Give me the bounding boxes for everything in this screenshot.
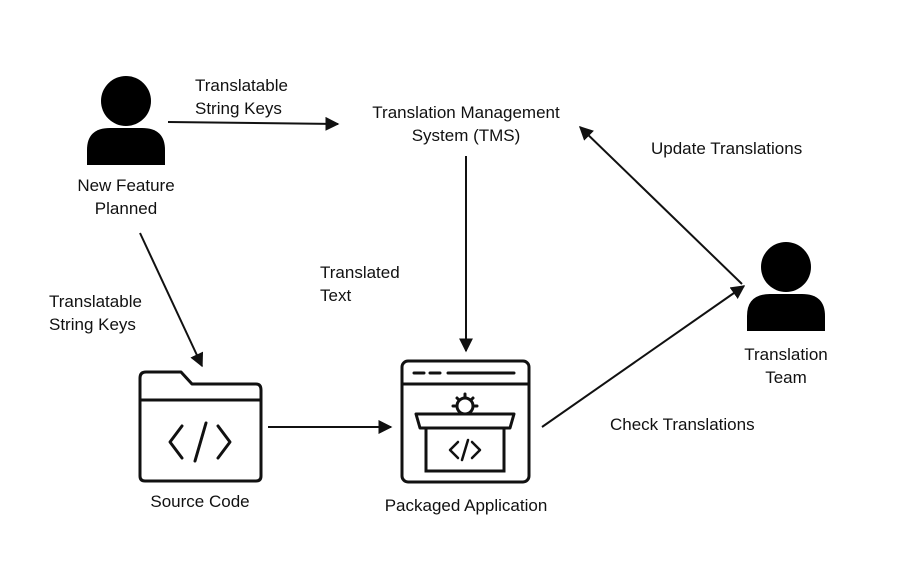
person-icon: [747, 242, 825, 331]
node-label-line: System (TMS): [411, 126, 521, 145]
edge-feature-to-tms: [167, 116, 340, 131]
edge-label-line: Text: [320, 286, 352, 305]
node-label-packaged-app: Packaged Application: [384, 496, 548, 515]
edge-label-tms-to-app: Translated Text: [320, 261, 400, 307]
edge-feature-to-source: [139, 232, 204, 368]
edge-label-team-to-tms: Update Translations: [651, 139, 803, 158]
edge-team-to-tms: [578, 126, 743, 285]
node-label-source-code: Source Code: [150, 492, 250, 511]
edge-label-feature-to-source: Translatable String Keys: [49, 290, 142, 336]
edge-label-line: String Keys: [195, 99, 282, 118]
node-label-translation-team: Translation Team: [728, 343, 844, 389]
edge-label-line: String Keys: [49, 315, 136, 334]
person-icon: [87, 76, 165, 165]
node-label-line: Planned: [94, 199, 158, 218]
node-label-line: Translation Management: [372, 103, 560, 122]
edge-label-line: Translatable: [49, 292, 142, 311]
code-folder-icon: [138, 370, 263, 483]
node-label-tms: Translation Management System (TMS): [340, 101, 592, 147]
node-label-new-feature: New Feature Planned: [76, 174, 176, 220]
edge-label-feature-to-tms: Translatable String Keys: [195, 74, 288, 120]
node-label-line: Team: [765, 368, 807, 387]
edge-label-line: Translatable: [195, 76, 288, 95]
app-package-icon: [400, 359, 531, 484]
edge-label-line: Translated: [320, 263, 400, 282]
edge-app-to-team: [541, 285, 746, 428]
edge-label-app-to-team: Check Translations: [610, 415, 755, 434]
node-label-line: New Feature: [77, 176, 175, 195]
node-label-line: Translation: [744, 345, 828, 364]
